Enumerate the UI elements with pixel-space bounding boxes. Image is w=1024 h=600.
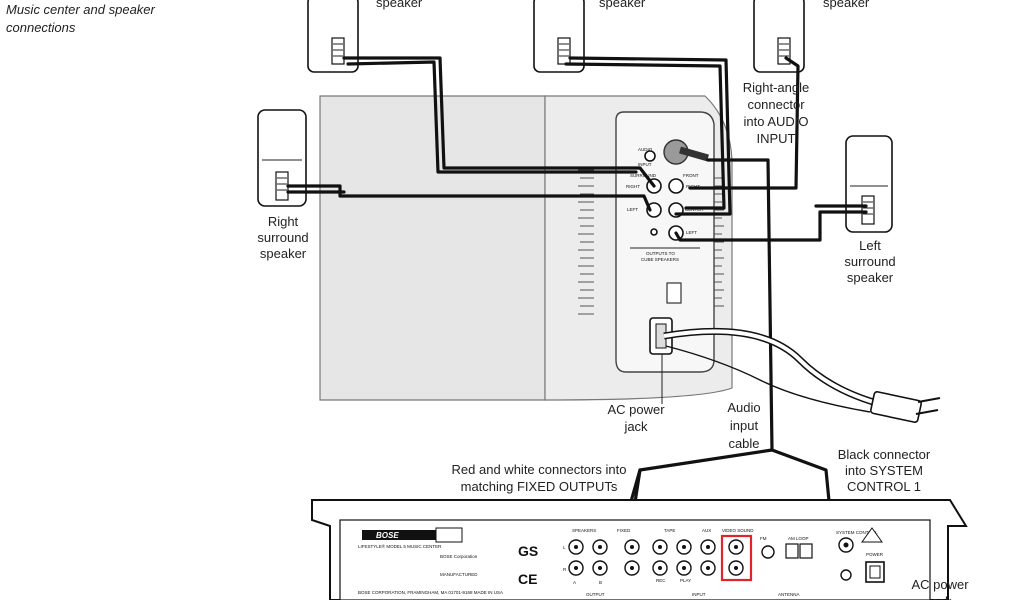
svg-text:POWER: POWER [866, 552, 884, 557]
svg-text:FRONT: FRONT [683, 173, 699, 178]
svg-text:A: A [573, 580, 576, 585]
svg-text:Left: Left [859, 238, 881, 253]
svg-text:PLAY: PLAY [680, 578, 691, 583]
power-cord [663, 327, 941, 423]
svg-text:REC: REC [656, 578, 666, 583]
label-left-surround: Left surround speaker [844, 238, 895, 285]
svg-text:ANTENNA: ANTENNA [778, 592, 800, 597]
svg-text:BOSE Corporation: BOSE Corporation [440, 554, 478, 559]
svg-text:VIDEO SOUND: VIDEO SOUND [722, 528, 754, 533]
svg-text:R: R [563, 567, 567, 572]
svg-text:INPUT: INPUT [757, 131, 796, 146]
svg-text:cable: cable [728, 436, 759, 451]
svg-text:SURROUND: SURROUND [630, 173, 657, 178]
bose-logo [362, 530, 438, 540]
svg-text:matching FIXED OUTPUTs: matching FIXED OUTPUTs [461, 479, 618, 494]
svg-text:BOSE: BOSE [376, 531, 399, 540]
label-right-angle-connector: Right-angle connector into AUDIO INPUT [743, 80, 810, 146]
svg-text:AUDIO: AUDIO [638, 147, 653, 152]
label-speaker-2: speaker [599, 0, 646, 10]
svg-text:GS: GS [518, 543, 538, 559]
fuse-holder [666, 282, 682, 304]
label-red-white-connectors: Red and white connectors into matching F… [452, 462, 627, 494]
svg-text:Right: Right [268, 214, 299, 229]
speaker-top-center [533, 0, 585, 73]
speaker-cables [286, 56, 868, 242]
label-audio-input-cable: Audio input cable [727, 400, 760, 451]
svg-text:CUBE SPEAKERS: CUBE SPEAKERS [641, 257, 679, 262]
svg-text:jack: jack [623, 419, 648, 434]
diagram-title: Music center and speaker [6, 2, 156, 17]
speaker-left-surround [845, 135, 893, 233]
speaker-top-left [307, 0, 359, 73]
video-sound-highlight [720, 534, 753, 582]
svg-text:FM: FM [760, 536, 767, 541]
svg-text:TAPE: TAPE [664, 528, 675, 533]
svg-text:INPUT: INPUT [692, 592, 706, 597]
svg-text:L: L [563, 545, 566, 550]
svg-text:B: B [599, 580, 602, 585]
svg-text:input: input [730, 418, 759, 433]
svg-text:LEFT: LEFT [686, 230, 697, 235]
svg-text:MANUFACTURED: MANUFACTURED [440, 572, 478, 577]
svg-text:AM LOOP: AM LOOP [788, 536, 809, 541]
label-speaker-1: speaker [376, 0, 423, 10]
svg-text:BOSE CORPORATION, FRAMINGHAM,: BOSE CORPORATION, FRAMINGHAM, MA 01701-9… [358, 590, 503, 595]
svg-text:Black connector: Black connector [838, 447, 931, 462]
svg-text:jack: jack [927, 594, 952, 600]
svg-text:surround: surround [257, 230, 308, 245]
svg-text:CONTROL 1: CONTROL 1 [847, 479, 921, 494]
svg-text:surround: surround [844, 254, 895, 269]
svg-text:connector: connector [747, 97, 805, 112]
svg-text:LEFT: LEFT [627, 207, 638, 212]
label-black-connector: Black connector into SYSTEM CONTROL 1 [838, 447, 931, 494]
svg-text:AUX: AUX [702, 528, 711, 533]
label-speaker-3: speaker [823, 0, 870, 10]
svg-text:CE: CE [518, 571, 537, 587]
speaker-top-right [753, 0, 805, 73]
svg-text:SYSTEM CONTROL: SYSTEM CONTROL [836, 530, 878, 535]
svg-text:speaker: speaker [260, 246, 307, 261]
label-ac-power-jack: AC power jack [607, 354, 665, 434]
svg-text:RIGHT: RIGHT [626, 184, 640, 189]
svg-text:speaker: speaker [847, 270, 894, 285]
svg-text:SPEAKERS: SPEAKERS [572, 528, 596, 533]
svg-text:LIFESTYLE® MODEL 5 MUSIC CENTE: LIFESTYLE® MODEL 5 MUSIC CENTER [358, 543, 442, 549]
svg-text:into AUDIO: into AUDIO [743, 114, 808, 129]
diagram-subtitle: connections [6, 20, 76, 35]
svg-text:Audio: Audio [727, 400, 760, 415]
svg-text:INPUT: INPUT [638, 162, 652, 167]
svg-text:into SYSTEM: into SYSTEM [845, 463, 923, 478]
svg-text:FIXED: FIXED [617, 528, 631, 533]
svg-text:Right-angle: Right-angle [743, 80, 810, 95]
music-center: BOSE LIFESTYLE® MODEL 5 MUSIC CENTER BOS… [311, 499, 968, 600]
right-angle-connector [663, 139, 709, 165]
label-ac-power-bottom: AC power jack [911, 577, 969, 600]
svg-text:AC power: AC power [911, 577, 969, 592]
speaker-output-jacks [644, 150, 684, 241]
svg-text:Red and white connectors into: Red and white connectors into [452, 462, 627, 477]
svg-text:AC power: AC power [607, 402, 665, 417]
speaker-right-surround [257, 109, 307, 207]
label-right-surround: Right surround speaker [257, 214, 308, 261]
svg-text:OUTPUTS TO: OUTPUTS TO [646, 251, 675, 256]
svg-text:OUTPUT: OUTPUT [586, 592, 605, 597]
